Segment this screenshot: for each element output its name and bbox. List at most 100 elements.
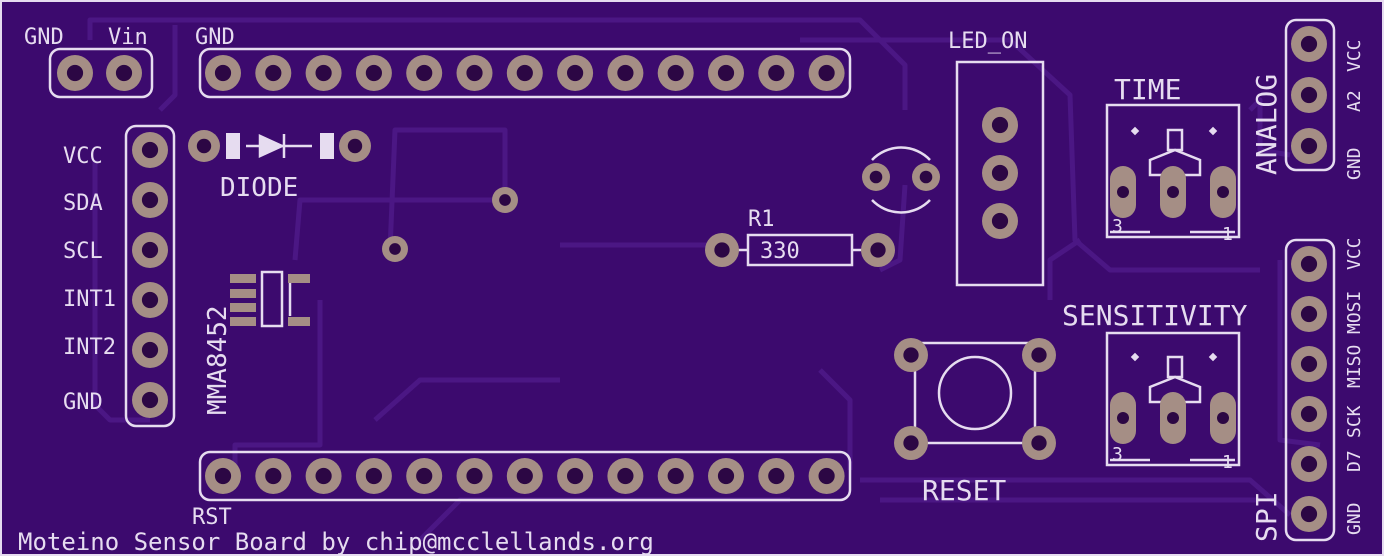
pad-spi-4-hole <box>1300 405 1318 423</box>
label-analog: ANALOG <box>1250 74 1283 175</box>
label-vcc: VCC <box>63 144 103 169</box>
pad-top-header-4-hole <box>365 64 382 82</box>
pad-bottom-header-1-hole <box>214 467 232 485</box>
pad-top-header-8-hole <box>567 64 584 82</box>
pad-gnd-vin-1-hole <box>66 64 84 82</box>
pad-reset-2-hole <box>1031 347 1047 363</box>
pad-top-header-1-hole <box>214 64 232 82</box>
pad-led-on-1-hole <box>991 116 1009 134</box>
mma8452-outline <box>260 270 284 328</box>
pad-spi-1-hole <box>1300 255 1318 273</box>
header-outline-spi <box>1284 238 1336 542</box>
label-pot-sens-1: 1 <box>1222 452 1233 473</box>
label-gnd-left: GND <box>24 25 64 50</box>
pad-led-1-hole <box>869 170 883 184</box>
reset-switch-outline <box>913 341 1037 445</box>
pad-top-header-6-hole <box>466 64 483 82</box>
pad-bottom-header-6-hole <box>466 467 483 485</box>
label-vin: Vin <box>108 25 148 50</box>
header-outline-i2c <box>124 124 176 428</box>
pad-top-header-9-hole <box>617 64 634 82</box>
pad-pot-time-3-hole <box>1217 186 1229 198</box>
label-gnd-i2c: GND <box>63 390 103 415</box>
pad-spi-6-hole <box>1300 505 1318 523</box>
pad-bottom-header-4-hole <box>365 467 382 485</box>
pad-analog-2-hole <box>1300 86 1318 104</box>
label-rst: RST <box>192 505 232 530</box>
label-int1: INT1 <box>63 287 116 312</box>
header-outline-top <box>198 47 852 99</box>
header-outline-gnd-vin <box>48 47 154 99</box>
pad-r1-1-hole <box>714 242 730 258</box>
label-r1: R1 <box>748 207 775 232</box>
label-scl: SCL <box>63 239 103 264</box>
pad-led-2-hole <box>919 170 933 184</box>
pad-bottom-header-11-hole <box>717 467 735 485</box>
pad-top-header-3-hole <box>315 64 332 82</box>
label-mma8452: MMA8452 <box>203 305 233 415</box>
pad-analog-3-hole <box>1300 137 1318 155</box>
pad-top-header-13-hole <box>818 64 835 82</box>
via-1-hole <box>499 194 511 206</box>
label-pot-time-1: 1 <box>1222 224 1233 245</box>
pad-reset-1-hole <box>903 347 919 363</box>
label-spi-mosi: MOSI <box>1344 291 1365 334</box>
via-2-hole <box>389 243 401 255</box>
label-spi-miso: MISO <box>1344 345 1365 388</box>
pad-bottom-header-9-hole <box>617 467 634 485</box>
label-analog-vcc: VCC <box>1344 39 1365 72</box>
label-reset: RESET <box>922 474 1006 507</box>
pad-top-header-12-hole <box>768 64 785 82</box>
pad-spi-3-hole <box>1300 355 1318 373</box>
pad-top-header-5-hole <box>416 64 433 82</box>
pad-spi-5-hole <box>1300 455 1318 473</box>
label-diode: DIODE <box>220 173 298 203</box>
header-outline-bottom <box>198 450 852 502</box>
pad-pot-sensitivity-2-hole <box>1167 412 1179 424</box>
label-gnd-top: GND <box>195 25 235 50</box>
pad-pot-time-1-hole <box>1117 186 1129 198</box>
pad-reset-4-hole <box>1031 435 1047 451</box>
label-sensitivity: SENSITIVITY <box>1062 299 1248 332</box>
pad-top-header-7-hole <box>516 64 533 82</box>
pad-diode-2-hole <box>347 138 363 154</box>
pad-i2c-5-hole <box>141 341 159 359</box>
pad-spi-2-hole <box>1300 305 1318 323</box>
pad-top-header-11-hole <box>717 64 735 82</box>
pad-i2c-4-hole <box>141 291 159 309</box>
pad-bottom-header-8-hole <box>567 467 584 485</box>
pad-bottom-header-7-hole <box>516 467 533 485</box>
pad-i2c-3-hole <box>141 241 159 259</box>
pad-bottom-header-10-hole <box>667 467 684 485</box>
label-led-on: LED_ON <box>948 29 1027 54</box>
pad-bottom-header-2-hole <box>265 467 282 485</box>
label-analog-gnd: GND <box>1344 147 1365 180</box>
label-pot-time-3: 3 <box>1112 216 1123 237</box>
diode-symbol <box>246 134 312 158</box>
pad-r1-2-hole <box>870 242 886 258</box>
pad-diode-1-hole <box>196 138 212 154</box>
pad-bottom-header-13-hole <box>818 467 835 485</box>
pad-pot-sensitivity-1-hole <box>1117 412 1129 424</box>
pad-top-header-10-hole <box>667 64 684 82</box>
pad-bottom-header-3-hole <box>315 467 332 485</box>
label-time: TIME <box>1114 73 1181 106</box>
header-outline-analog <box>1284 18 1336 172</box>
pad-pot-sensitivity-3-hole <box>1217 412 1229 424</box>
pad-i2c-6-hole <box>141 391 159 409</box>
copper-traces <box>87 17 1321 542</box>
through-hole-pads <box>57 26 1327 532</box>
label-footer: Moteino Sensor Board by chip@mcclellands… <box>18 528 654 556</box>
mma8452-pads <box>230 274 310 326</box>
pad-reset-3-hole <box>903 435 919 451</box>
label-r1-value: 330 <box>760 239 800 264</box>
pad-pot-time-2-hole <box>1167 186 1179 198</box>
pad-i2c-2-hole <box>141 191 159 209</box>
pad-led-on-2-hole <box>991 164 1009 182</box>
pad-led-on-3-hole <box>991 212 1009 230</box>
silkscreen-labels: GND Vin GND LED_ON VCC SDA SCL INT1 INT2… <box>18 25 1365 556</box>
silkscreen-outlines <box>48 18 1336 542</box>
label-sda: SDA <box>63 191 103 216</box>
label-spi-gnd: GND <box>1344 502 1365 535</box>
